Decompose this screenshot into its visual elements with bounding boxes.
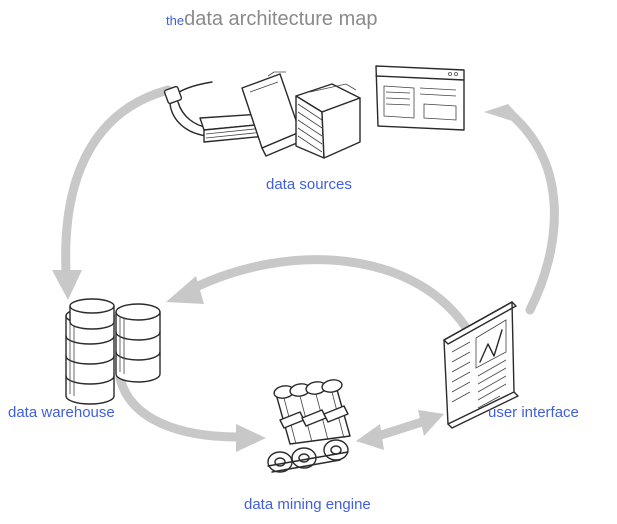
label-data-sources: data sources bbox=[266, 176, 352, 193]
window-icon bbox=[443, 301, 519, 429]
arrow-warehouse-to-mining bbox=[115, 373, 266, 452]
label-user-interface: user interface bbox=[488, 404, 579, 421]
title-prefix: the bbox=[166, 13, 185, 28]
page-title: thedata architecture map bbox=[166, 8, 378, 31]
rollers-icon bbox=[267, 379, 351, 473]
arrow-interface-to-sources bbox=[484, 104, 559, 315]
arrow-interface-to-warehouse bbox=[166, 255, 475, 339]
title-main: data architecture map bbox=[184, 8, 378, 30]
documents-icon bbox=[163, 65, 465, 159]
arrow-sources-to-warehouse bbox=[52, 85, 173, 300]
label-data-warehouse: data warehouse bbox=[8, 404, 115, 421]
arrow-mining-interface-bidirectional bbox=[356, 410, 444, 450]
database-icon bbox=[65, 298, 161, 405]
label-data-mining-engine: data mining engine bbox=[244, 496, 371, 513]
